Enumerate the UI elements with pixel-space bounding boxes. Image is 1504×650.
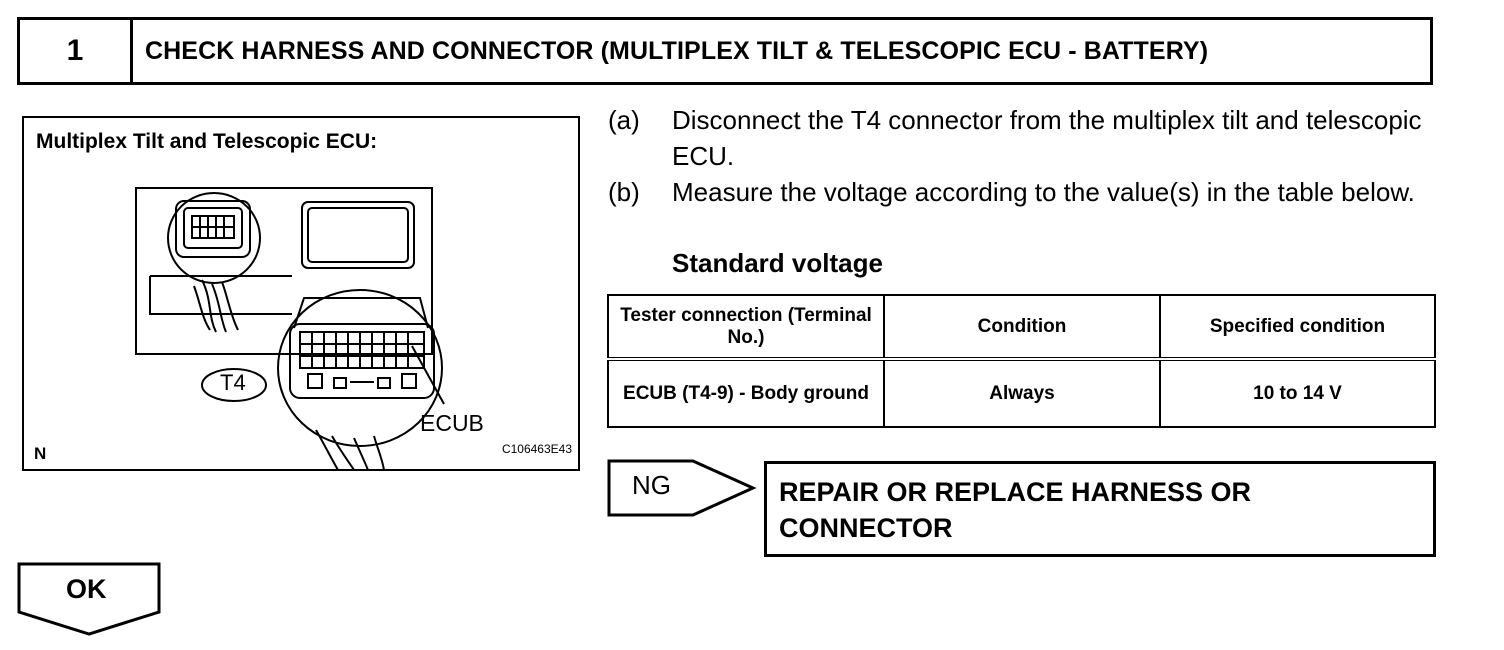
step-number: 1	[20, 20, 133, 82]
table-row: ECUB (T4-9) - Body ground Always 10 to 1…	[607, 358, 1436, 428]
table-cell: Always	[883, 358, 1161, 428]
ng-arrow-icon	[607, 459, 757, 517]
connector-figure: Multiplex Tilt and Telescopic ECU: T4 EC…	[22, 116, 580, 471]
instruction-marker: (b)	[608, 177, 640, 207]
instruction-text: Measure the voltage according to the val…	[672, 177, 1415, 207]
table-header-cell: Tester connection (Terminal No.)	[607, 294, 885, 360]
standard-voltage-label: Standard voltage	[672, 248, 883, 278]
figure-corner-mark: N	[34, 444, 47, 463]
figure-title: Multiplex Tilt and Telescopic ECU:	[36, 130, 378, 153]
ok-label: OK	[66, 574, 107, 604]
ng-action-box: REPAIR OR REPLACE HARNESS OR CONNECTOR	[764, 461, 1436, 557]
ok-arrow-icon	[17, 562, 161, 636]
table-header-row: Tester connection (Terminal No.) Conditi…	[607, 294, 1436, 360]
table-header-cell: Specified condition	[1159, 294, 1436, 360]
table-header-cell: Condition	[883, 294, 1161, 360]
instruction-text: Disconnect the T4 connector from the mul…	[672, 105, 1422, 171]
connector-callout-label: T4	[220, 370, 246, 395]
step-title: CHECK HARNESS AND CONNECTOR (MULTIPLEX T…	[145, 36, 1209, 65]
instruction-marker: (a)	[608, 105, 640, 135]
terminal-callout-label: ECUB	[420, 410, 484, 436]
figure-image-code: C106463E43	[501, 442, 572, 456]
ng-label: NG	[632, 470, 671, 500]
table-cell: ECUB (T4-9) - Body ground	[607, 358, 885, 428]
ecu-connector-illustration	[135, 187, 445, 471]
spec-table: Tester connection (Terminal No.) Conditi…	[607, 294, 1436, 428]
table-cell: 10 to 14 V	[1159, 358, 1436, 428]
step-header: 1 CHECK HARNESS AND CONNECTOR (MULTIPLEX…	[17, 17, 1433, 85]
